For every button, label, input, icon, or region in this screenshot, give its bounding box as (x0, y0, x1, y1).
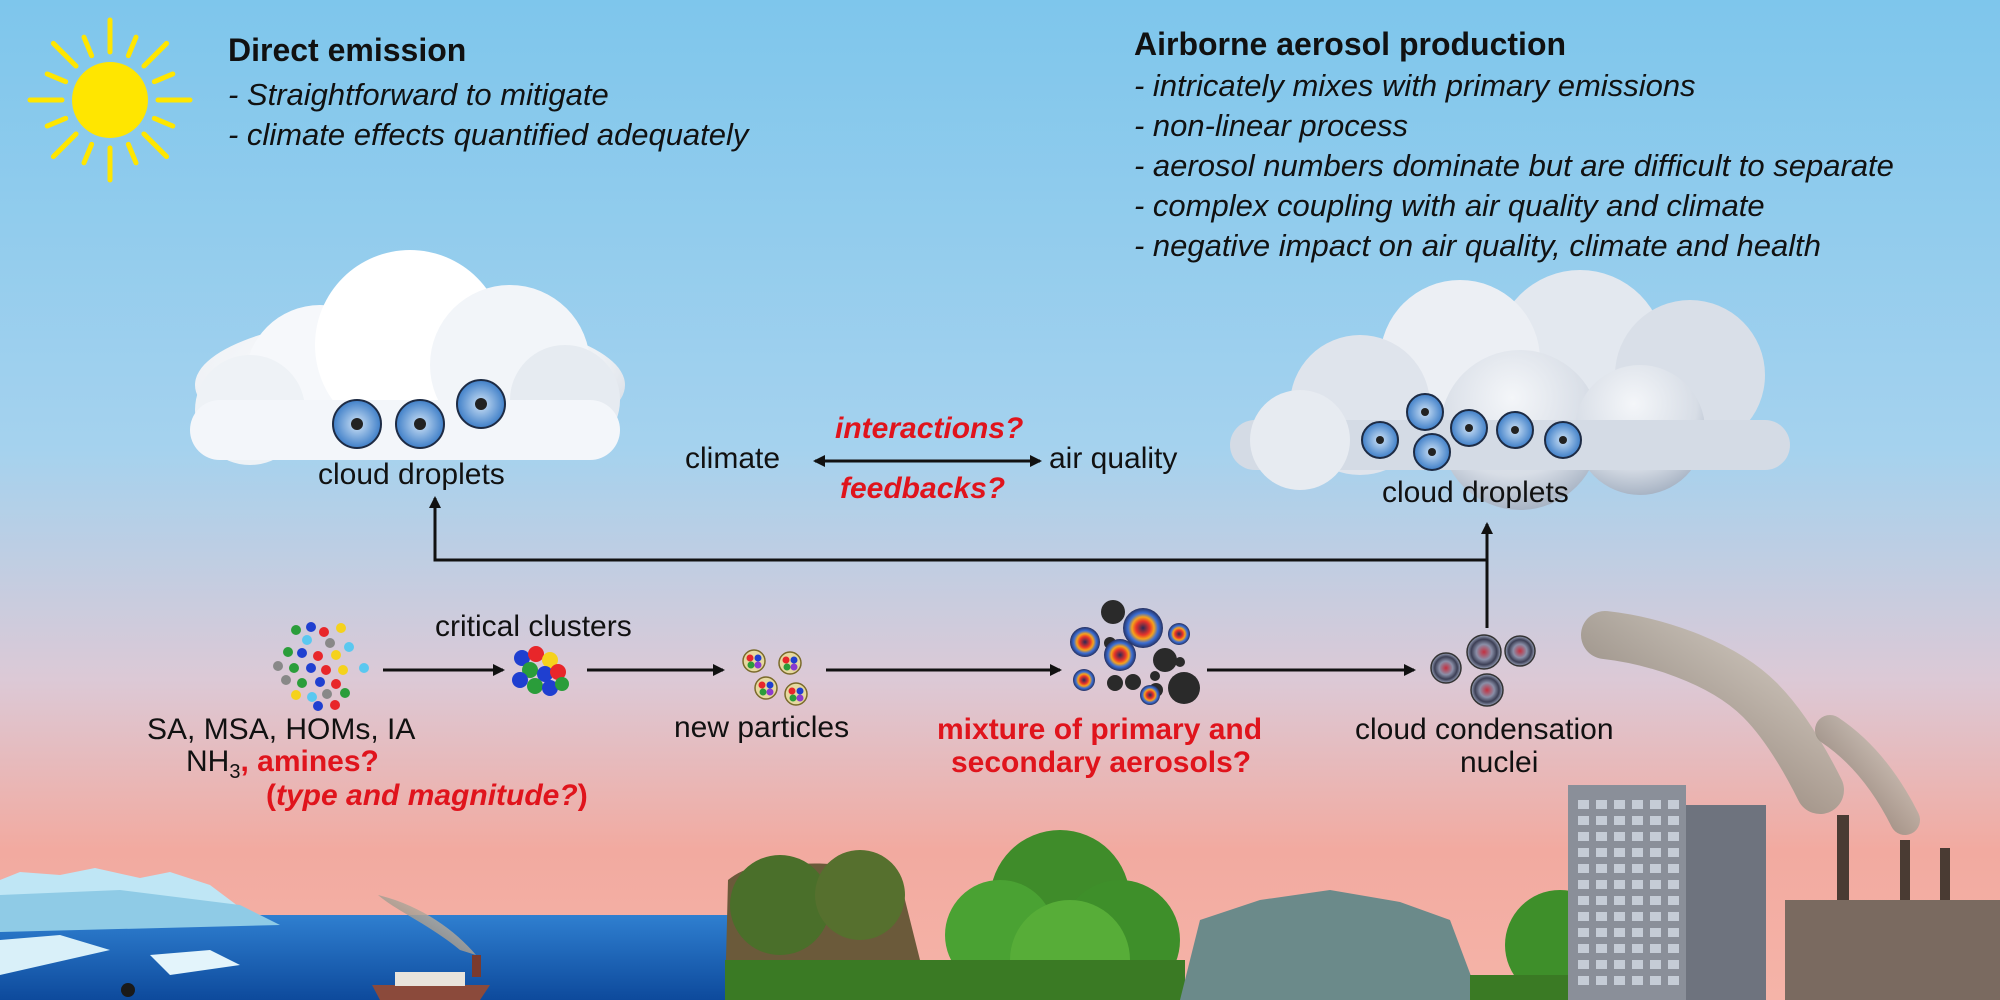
process-arrows (383, 455, 1493, 676)
polar-ocean-scene (0, 868, 760, 1000)
direct-emission-point-1: - Straightforward to mitigate (228, 77, 609, 112)
molecule-dot (306, 622, 316, 632)
critical-clusters-label: critical clusters (435, 610, 632, 643)
molecule-dot (313, 701, 323, 711)
new-particles-icon (742, 649, 808, 706)
type-close-paren: ) (577, 779, 588, 812)
molecule-dot (291, 690, 301, 700)
arrow-ccn-to-cloud-left (429, 496, 1489, 628)
molecule-dot (340, 688, 350, 698)
ship-icon (372, 895, 490, 1000)
type-magnitude-label: (type and magnitude?) (266, 779, 588, 813)
mixture-label-line2: secondary aerosols? (951, 746, 1252, 779)
molecule-dot (359, 663, 369, 673)
precursors-label: SA, MSA, HOMs, IA (147, 713, 416, 746)
molecule-dot (297, 678, 307, 688)
molecule-dot (322, 689, 332, 699)
mixture-label-line1: mixture of primary and (937, 713, 1263, 746)
nh3-amines-label: NH3, amines? (186, 745, 379, 784)
ccn-icon (1430, 634, 1536, 707)
cloud-droplets-left (332, 379, 506, 449)
ccn-label-line1: cloud condensation (1355, 713, 1614, 746)
cloud-droplets-left-label: cloud droplets (318, 458, 505, 491)
molecule-dot (289, 663, 299, 673)
molecule-dot (319, 627, 329, 637)
airborne-point-4: - complex coupling with air quality and … (1134, 188, 1765, 223)
cloud-droplets-right (1361, 393, 1582, 471)
airborne-point-1: - intricately mixes with primary emissio… (1134, 68, 1696, 103)
type-magnitude-text: type and magnitude? (276, 779, 578, 812)
molecule-dot (344, 642, 354, 652)
molecule-dot (338, 665, 348, 675)
new-particle (742, 649, 766, 673)
new-particle (754, 676, 778, 700)
molecule-dot (336, 623, 346, 633)
cloud-left (190, 250, 625, 465)
mixture-aerosols-icon (1070, 600, 1200, 705)
forest-scene (725, 830, 1670, 1000)
molecule-dot (273, 661, 283, 671)
molecule-dot (321, 665, 331, 675)
molecule-dot (307, 692, 317, 702)
sun-icon (27, 17, 193, 183)
critical-cluster-icon (512, 646, 569, 696)
new-particle (778, 651, 802, 675)
new-particles-label: new particles (674, 711, 850, 744)
molecule-dot (291, 625, 301, 635)
amines-text: , amines? (240, 745, 379, 778)
molecule-dot (331, 679, 341, 689)
airborne-production-title: Airborne aerosol production (1134, 26, 1567, 62)
climate-label: climate (685, 442, 781, 475)
type-open-paren: ( (266, 779, 276, 812)
molecule-dot (325, 638, 335, 648)
direct-emission-title: Direct emission (228, 32, 467, 68)
industry-scene (1568, 611, 2000, 1000)
nh3-subscript: 3 (229, 761, 241, 783)
airborne-point-5: - negative impact on air quality, climat… (1134, 228, 1821, 263)
molecule-dot (313, 651, 323, 661)
feedbacks-label: feedbacks? (840, 472, 1006, 505)
ccn-label-line2: nuclei (1460, 746, 1539, 779)
new-particle (784, 682, 808, 706)
molecule-dot (330, 700, 340, 710)
molecule-dot (306, 663, 316, 673)
precursor-molecules (273, 622, 369, 711)
direct-emission-point-2: - climate effects quantified adequately (228, 117, 749, 152)
airborne-point-2: - non-linear process (1134, 108, 1408, 143)
molecule-dot (302, 635, 312, 645)
molecule-dot (315, 677, 325, 687)
nh3-text: NH (186, 745, 230, 778)
cloud-droplets-right-label: cloud droplets (1382, 476, 1569, 509)
air-quality-label: air quality (1049, 442, 1178, 475)
interactions-label: interactions? (835, 412, 1024, 445)
airborne-point-3: - aerosol numbers dominate but are diffi… (1134, 148, 1894, 183)
molecule-dot (331, 650, 341, 660)
molecule-dot (297, 648, 307, 658)
molecule-dot (281, 675, 291, 685)
molecule-dot (283, 647, 293, 657)
